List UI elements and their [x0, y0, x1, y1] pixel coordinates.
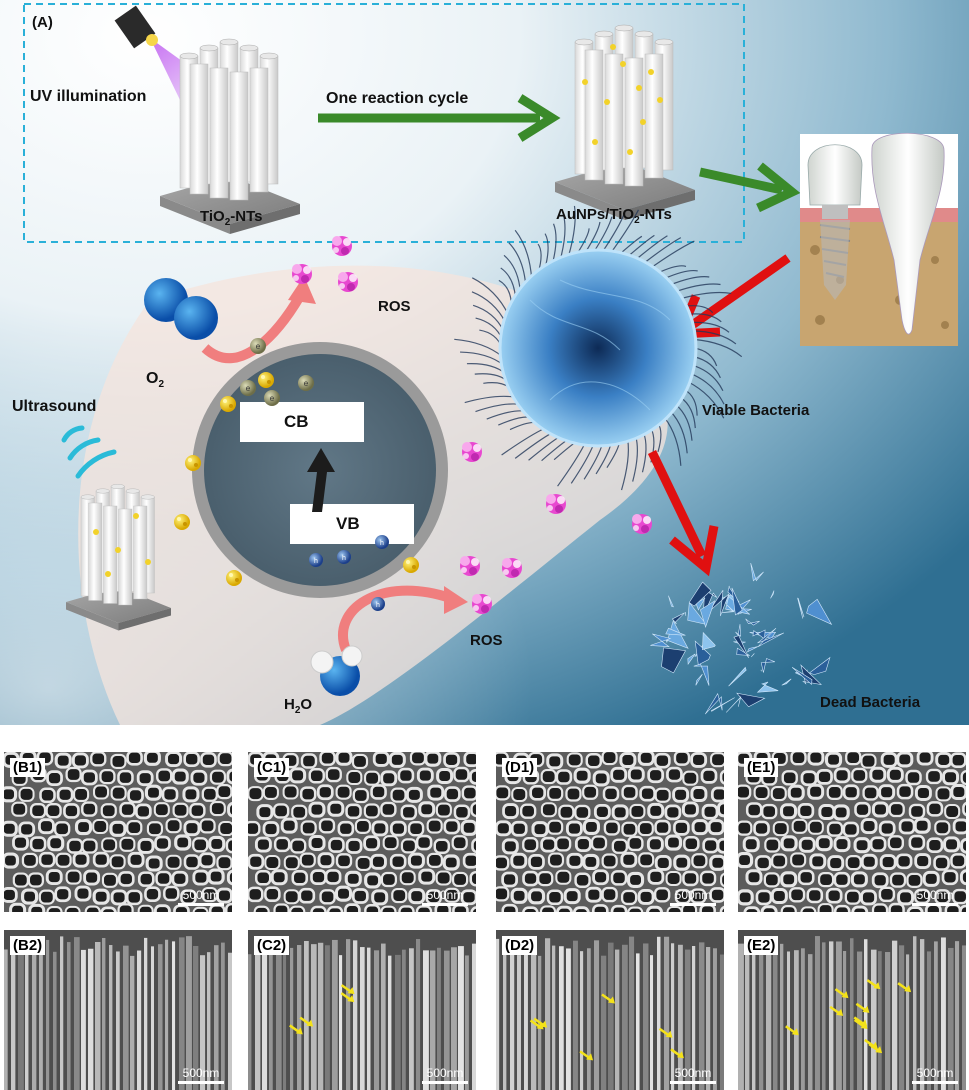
sem-panel-c2: (C2) 500nm: [248, 930, 476, 1090]
tio2-nts-label: TiO2-NTs: [200, 208, 263, 228]
sem-panel-b1: (B1) 500nm: [4, 752, 232, 912]
h2o-label: H2O: [284, 696, 312, 716]
cycle-label: One reaction cycle: [326, 90, 468, 108]
scale-bar: 500nm: [912, 1066, 958, 1084]
viable-bacteria-label: Viable Bacteria: [702, 402, 809, 419]
scale-bar-label: 500nm: [912, 888, 958, 902]
cb-label: CB: [284, 412, 309, 432]
sem-panel-d1: (D1) 500nm: [496, 752, 724, 912]
scale-bar: 500nm: [670, 1066, 716, 1084]
scale-bar: 500nm: [912, 888, 958, 906]
sem-panel-b2: (B2) 500nm: [4, 930, 232, 1090]
scale-bar-label: 500nm: [670, 1066, 716, 1080]
sem-panel-c1: (C1) 500nm: [248, 752, 476, 912]
scale-bar-label: 500nm: [422, 888, 468, 902]
scale-bar-label: 500nm: [912, 1066, 958, 1080]
au-tio2-nts-label: AuNPs/TiO2-NTs: [556, 206, 672, 226]
uv-illumination-label: UV illumination: [30, 88, 146, 106]
scale-bar: 500nm: [422, 1066, 468, 1084]
sem-panel-tag: (E1): [744, 758, 778, 777]
ros-top-label: ROS: [378, 298, 411, 315]
sem-panel-tag: (B2): [10, 936, 45, 955]
sem-panel-tag: (E2): [744, 936, 778, 955]
sem-panel-tag: (D2): [502, 936, 537, 955]
sem-panel-e2: (E2) 500nm: [738, 930, 966, 1090]
schematic-canvas: e h: [0, 0, 969, 725]
scale-bar: 500nm: [178, 888, 224, 906]
sem-panel-d2: (D2) 500nm: [496, 930, 724, 1090]
scale-bar-label: 500nm: [178, 888, 224, 902]
scale-bar-label: 500nm: [670, 888, 716, 902]
scale-bar-label: 500nm: [422, 1066, 468, 1080]
scale-bar-label: 500nm: [178, 1066, 224, 1080]
panel-a-tag: (A): [32, 14, 53, 31]
sem-panel-tag: (D1): [502, 758, 537, 777]
sem-panel-tag: (C2): [254, 936, 289, 955]
ros-bottom-label: ROS: [470, 632, 503, 649]
dead-bacteria-label: Dead Bacteria: [820, 694, 920, 711]
dental-implant-image: [800, 133, 958, 346]
vb-label: VB: [336, 514, 360, 534]
scale-bar: 500nm: [670, 888, 716, 906]
schematic-panel-a: e h: [0, 0, 969, 725]
scale-bar: 500nm: [422, 888, 468, 906]
scale-bar: 500nm: [178, 1066, 224, 1084]
sem-panel-e1: (E1) 500nm: [738, 752, 966, 912]
sem-panel-tag: (C1): [254, 758, 289, 777]
sem-panel-tag: (B1): [10, 758, 45, 777]
ultrasound-label: Ultrasound: [12, 398, 96, 416]
o2-label: O2: [146, 370, 164, 390]
